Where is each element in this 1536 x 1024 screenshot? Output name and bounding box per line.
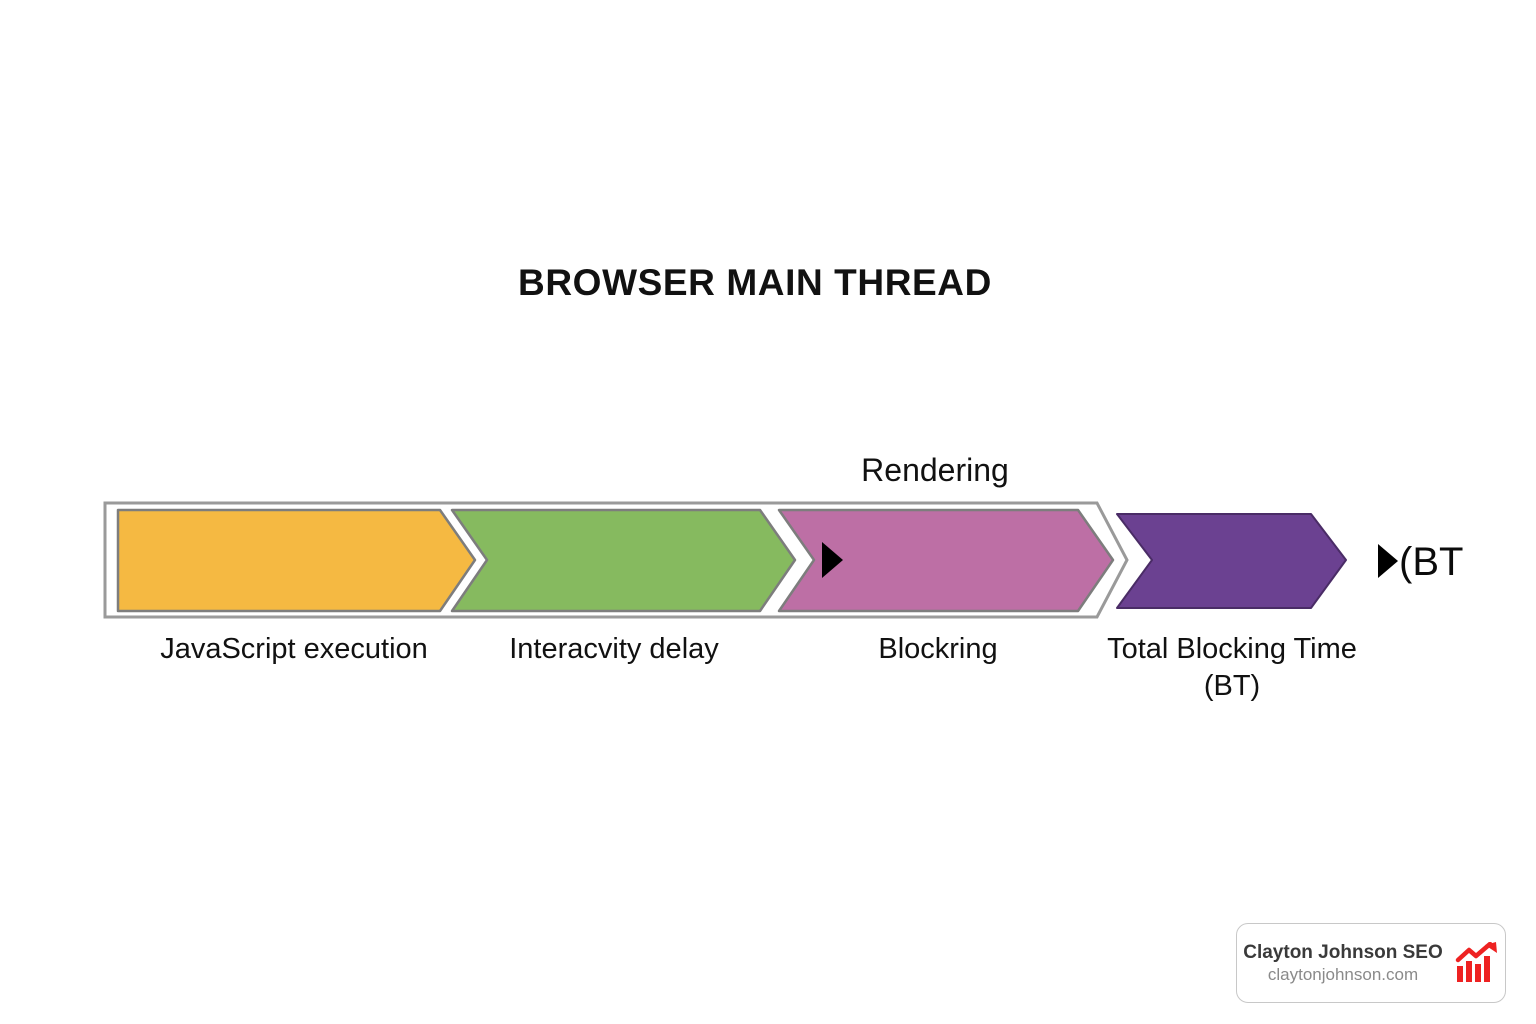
segment-caption-interactivity-delay: Interacvity delay — [509, 633, 719, 665]
segment-caption-total-blocking-time: Total Blocking Time (BT) — [1107, 633, 1357, 702]
rendering-callout-label: Rendering — [861, 452, 1009, 488]
watermark-text-block: Clayton Johnson SEO claytonjohnson.com — [1243, 941, 1443, 986]
growth-chart-icon — [1455, 941, 1499, 984]
watermark-badge[interactable]: Clayton Johnson SEO claytonjohnson.com — [1236, 923, 1506, 1003]
segment-blocking[interactable] — [777, 508, 1115, 613]
trailing-bt-label: (BT — [1399, 540, 1464, 584]
segment-javascript-execution[interactable] — [116, 508, 477, 613]
segment-caption-javascript-execution: JavaScript execution — [160, 633, 428, 665]
watermark-domain-name: claytonjohnson.com — [1267, 965, 1419, 985]
segment-total-blocking-time[interactable] — [1116, 513, 1347, 609]
watermark-brand-name: Clayton Johnson SEO — [1243, 941, 1443, 963]
blocking-play-marker-icon — [822, 542, 843, 578]
segment-interactivity-delay[interactable] — [450, 508, 797, 613]
segment-caption-blocking: Blockring — [878, 633, 998, 665]
total-blocking-time-play-marker-icon — [1378, 544, 1398, 578]
page-title: BROWSER MAIN THREAD — [518, 262, 992, 303]
